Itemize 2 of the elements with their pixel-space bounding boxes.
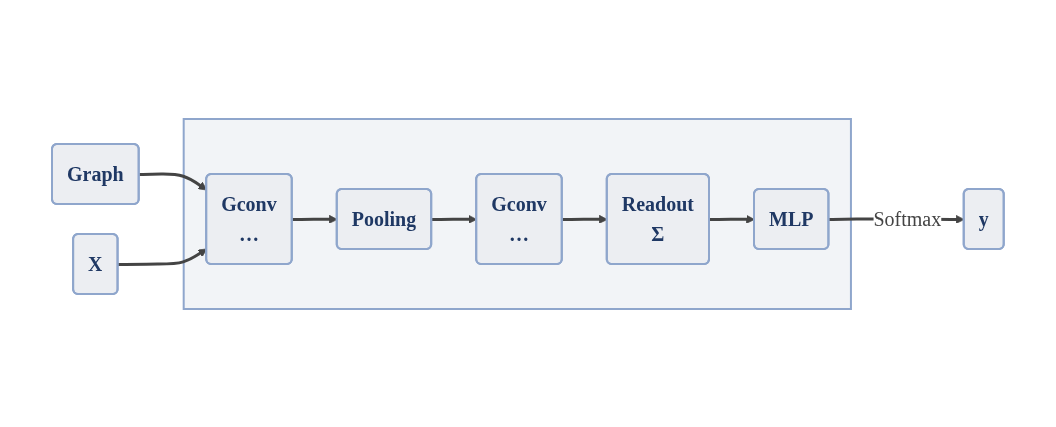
cluster (182, 117, 853, 310)
edge-label: Softmax (873, 207, 942, 230)
